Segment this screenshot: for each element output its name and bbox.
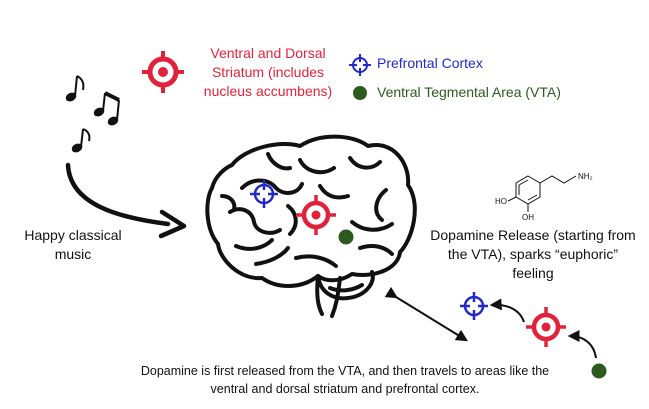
music-to-brain-arrow <box>65 162 171 227</box>
music-note-icon <box>65 75 85 102</box>
brain-blue-crosshair-icon <box>250 180 278 208</box>
dopamine-release-label: Dopamine Release (starting from the VTA)… <box>430 227 636 281</box>
molecule-amine-label: NH₂ <box>578 172 593 181</box>
double-headed-arrow <box>384 286 469 342</box>
brain-illustration <box>205 134 417 318</box>
legend-vta-label: Ventral Tegmental Area (VTA) <box>377 84 561 100</box>
vta-to-striatum-arrow <box>567 330 597 359</box>
legend-blue-crosshair-icon <box>349 54 371 76</box>
legend-red-target-icon <box>142 51 184 93</box>
stimulus-label: Happy classical music <box>24 227 122 262</box>
diagram-caption: Dopamine is first released from the VTA,… <box>140 364 550 396</box>
right-blue-crosshair-icon <box>460 292 488 320</box>
music-note-icon <box>93 91 120 126</box>
dopamine-molecule-icon <box>507 175 577 212</box>
striatum-to-prefrontal-arrow <box>489 298 525 323</box>
brain-red-target-icon <box>296 195 336 235</box>
music-arrow-head <box>158 209 187 239</box>
molecule-oh-label: OH <box>522 213 534 222</box>
legend-prefrontal-label: Prefrontal Cortex <box>377 55 483 71</box>
legend-striatum-label: Ventral and Dorsal Striatum (includes nu… <box>203 45 333 99</box>
legend-green-dot-icon <box>353 86 367 100</box>
right-red-target-icon <box>526 307 566 347</box>
music-note-icon <box>71 128 91 153</box>
brain-green-dot-icon <box>338 229 354 245</box>
right-green-dot-icon <box>591 363 607 379</box>
molecule-oh-label: HO <box>495 197 507 206</box>
